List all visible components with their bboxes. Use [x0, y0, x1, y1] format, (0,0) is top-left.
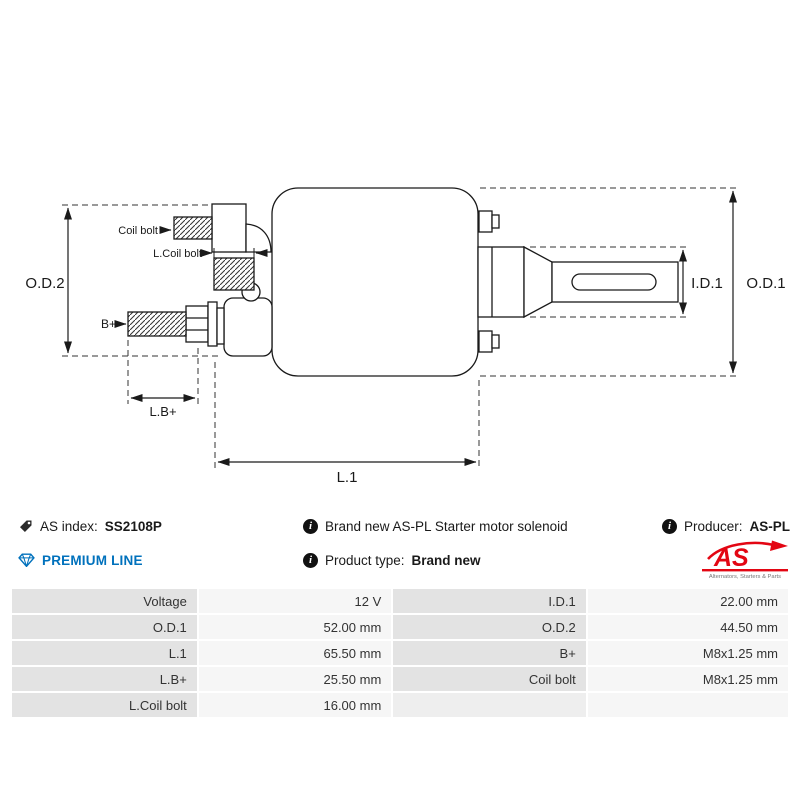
as-index-value: SS2108P	[104, 518, 162, 534]
spec-value: 12 V	[198, 589, 392, 613]
product-type-label: Product type:	[325, 552, 405, 568]
spec-value: M8x1.25 mm	[587, 641, 788, 665]
premium-line: PREMIUM LINE	[18, 550, 143, 570]
dimension-lines	[64, 190, 737, 466]
dim-label-id1: I.D.1	[691, 275, 723, 292]
spec-value: 65.50 mm	[198, 641, 392, 665]
product-description: i Brand new AS-PL Starter motor solenoid	[303, 516, 568, 536]
spec-label: O.D.2	[393, 615, 586, 639]
threaded-studs	[127, 216, 255, 337]
spec-label: L.B+	[12, 667, 197, 691]
description-text: Brand new AS-PL Starter motor solenoid	[325, 518, 568, 534]
table-row: L.Coil bolt 16.00 mm	[12, 693, 788, 717]
spec-label: I.D.1	[393, 589, 586, 613]
spec-label: B+	[393, 641, 586, 665]
product-type: i Product type: Brand new	[303, 550, 481, 570]
l-coil-bolt-bushing	[213, 257, 255, 291]
spec-value: 25.50 mm	[198, 667, 392, 691]
spec-value: M8x1.25 mm	[587, 667, 788, 691]
product-type-value: Brand new	[411, 552, 481, 568]
label-l-coil-bolt: L.Coil bolt	[153, 248, 202, 260]
spec-value: 22.00 mm	[587, 589, 788, 613]
dim-label-od2: O.D.2	[25, 275, 64, 292]
spec-label	[393, 693, 586, 717]
diamond-icon	[18, 553, 35, 567]
spec-label: O.D.1	[12, 615, 197, 639]
info-icon: i	[662, 518, 677, 534]
table-row: O.D.1 52.00 mm O.D.2 44.50 mm	[12, 615, 788, 639]
as-pl-logo: AS Alternators, Starters & Parts	[700, 540, 792, 580]
table-row: Voltage 12 V I.D.1 22.00 mm	[12, 589, 788, 613]
solenoid-body	[185, 187, 679, 377]
producer-value: AS-PL	[749, 518, 791, 534]
as-index-label: AS index:	[40, 518, 98, 534]
spec-label: Coil bolt	[393, 667, 586, 691]
dim-label-l1: L.1	[337, 469, 358, 486]
info-icon: i	[303, 552, 318, 568]
spec-label: L.1	[12, 641, 197, 665]
premium-line-label: PREMIUM LINE	[42, 552, 143, 568]
dim-label-lb-plus: L.B+	[149, 404, 176, 419]
info-icon: i	[303, 518, 318, 534]
logo-subtext: Alternators, Starters & Parts	[709, 574, 781, 580]
producer: i Producer: AS-PL	[662, 516, 790, 536]
spec-value: 16.00 mm	[198, 693, 392, 717]
spec-table: Voltage 12 V I.D.1 22.00 mm O.D.1 52.00 …	[10, 587, 790, 719]
label-b-plus: B+	[101, 317, 116, 331]
spec-value: 52.00 mm	[198, 615, 392, 639]
spec-label: L.Coil bolt	[12, 693, 197, 717]
logo-text: AS	[713, 544, 749, 572]
extension-lines	[62, 187, 737, 468]
logo-arrow	[770, 540, 788, 551]
label-coil-bolt: Coil bolt	[118, 225, 158, 237]
spec-value: 44.50 mm	[587, 615, 788, 639]
spec-value	[587, 693, 788, 717]
as-index: AS index: SS2108P	[18, 516, 162, 536]
spec-label: Voltage	[12, 589, 197, 613]
tag-icon	[20, 520, 32, 532]
coil-bolt-stud	[173, 216, 213, 240]
dim-label-od1: O.D.1	[746, 275, 785, 292]
b-plus-stud	[127, 311, 187, 337]
table-row: L.B+ 25.50 mm Coil bolt M8x1.25 mm	[12, 667, 788, 691]
table-row: L.1 65.50 mm B+ M8x1.25 mm	[12, 641, 788, 665]
producer-label: Producer:	[684, 518, 743, 534]
technical-drawing: O.D.2 O.D.1 I.D.1 L.1 L.B+ Coil bolt L.C…	[25, 187, 786, 486]
